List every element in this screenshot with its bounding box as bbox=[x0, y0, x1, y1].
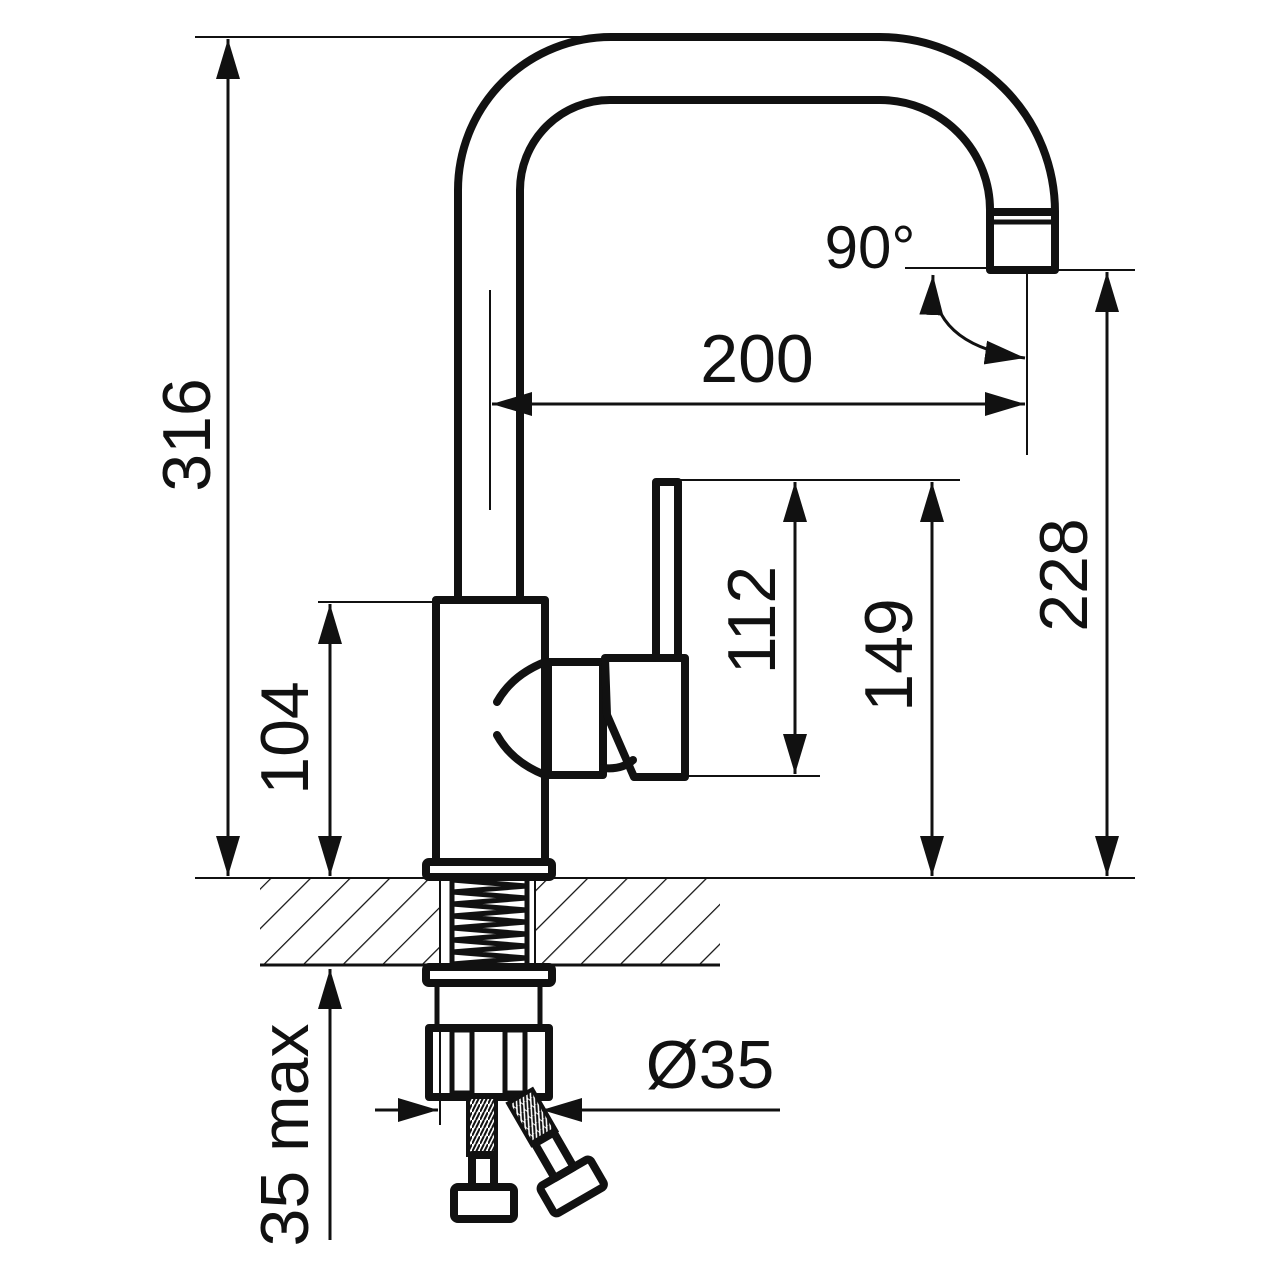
label-90-degrees: 90° bbox=[825, 214, 916, 281]
label-149: 149 bbox=[851, 598, 927, 711]
label-316: 316 bbox=[149, 378, 225, 491]
label-228: 228 bbox=[1026, 518, 1102, 631]
faucet-body bbox=[422, 478, 689, 881]
lever bbox=[652, 478, 682, 662]
handle bbox=[601, 654, 689, 781]
label-200: 200 bbox=[700, 321, 813, 397]
spout bbox=[454, 33, 1059, 602]
aerator bbox=[986, 208, 1059, 274]
supply-hoses bbox=[450, 1086, 608, 1223]
base-collar bbox=[422, 858, 556, 881]
label-104: 104 bbox=[247, 681, 323, 794]
label-35-max: 35 max bbox=[247, 1024, 323, 1247]
cartridge-housing bbox=[544, 658, 607, 779]
dimensions bbox=[195, 36, 1135, 1240]
label-diameter-35: Ø35 bbox=[646, 1027, 775, 1103]
threaded-shank bbox=[449, 877, 530, 967]
label-112: 112 bbox=[714, 566, 790, 674]
countertop-section bbox=[260, 879, 720, 967]
